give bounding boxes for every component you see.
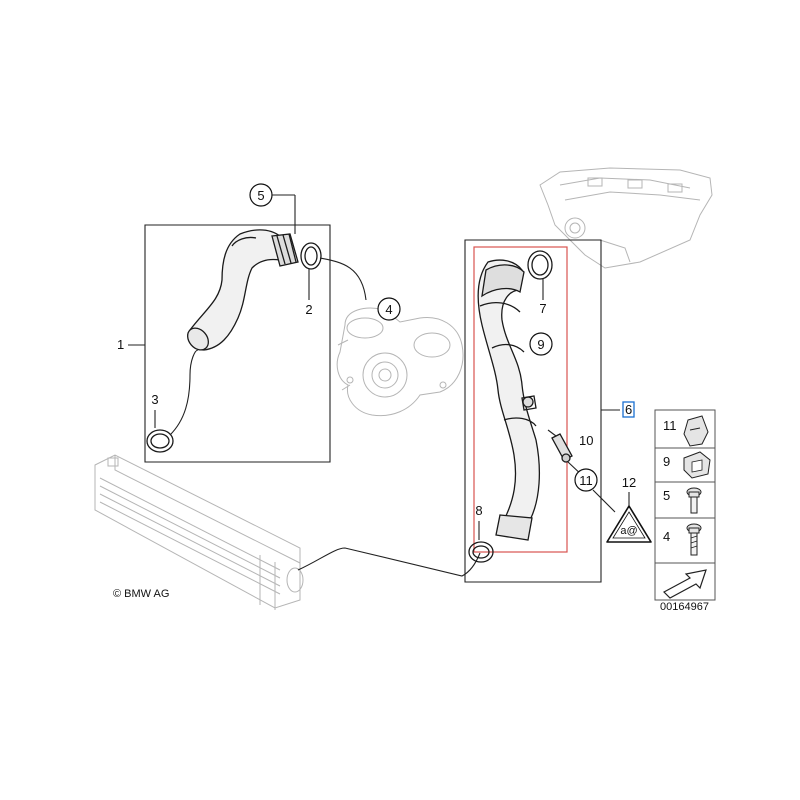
svg-text:5: 5 — [257, 188, 264, 203]
svg-text:9: 9 — [537, 337, 544, 352]
arrow-icon — [663, 569, 707, 599]
o-ring-2 — [300, 242, 322, 270]
highlight-box — [473, 246, 568, 553]
svg-text:5: 5 — [663, 488, 670, 503]
group-1-box: 1 — [117, 224, 331, 463]
svg-text:4: 4 — [663, 529, 670, 544]
intake-hose-1 — [187, 229, 299, 351]
catalog-number: 00164967 — [660, 601, 709, 613]
copyright-text: © BMW AG — [113, 588, 169, 600]
charge-air-hose-9 — [477, 259, 541, 541]
svg-text:10: 10 — [579, 433, 593, 448]
svg-text:8: 8 — [475, 503, 482, 518]
svg-text:12: 12 — [622, 475, 636, 490]
bolt-icon — [686, 487, 702, 514]
svg-text:2: 2 — [305, 302, 312, 317]
clip-icon — [683, 415, 709, 447]
svg-text:9: 9 — [663, 454, 670, 469]
warning-triangle-icon: a@ — [606, 505, 652, 543]
legend-row-4[interactable]: 4 — [663, 523, 702, 556]
callout-11[interactable]: 11 — [574, 468, 598, 492]
callout-2[interactable]: 2 — [305, 302, 312, 317]
turbocharger-drawing — [336, 307, 464, 417]
legend-row-arrow[interactable] — [663, 569, 707, 599]
svg-text:4: 4 — [385, 302, 392, 317]
callout-3[interactable]: 3 — [151, 392, 158, 407]
callout-8[interactable]: 8 — [475, 503, 482, 518]
screw-icon — [686, 523, 702, 556]
small-parts-legend: 11 9 5 4 — [654, 409, 716, 601]
sensor-10 — [547, 429, 573, 463]
intake-manifold-drawing — [539, 167, 713, 269]
legend-row-9[interactable]: 9 — [663, 451, 711, 479]
o-ring-8 — [468, 541, 494, 563]
callout-9[interactable]: 9 — [529, 332, 553, 356]
group-6-selected-marker — [622, 401, 635, 418]
callout-4[interactable]: 4 — [377, 297, 401, 321]
group-6-box: 6 — [464, 239, 635, 583]
group-1-label: 1 — [117, 337, 124, 352]
o-ring-7 — [527, 250, 553, 280]
callout-7[interactable]: 7 — [539, 301, 546, 316]
svg-text:a@: a@ — [620, 525, 637, 537]
callout-10[interactable]: 10 — [579, 433, 593, 448]
callout-12[interactable]: 12 — [622, 475, 636, 490]
o-ring-3 — [146, 429, 174, 453]
intercooler-drawing — [94, 454, 304, 610]
legend-row-5[interactable]: 5 — [663, 487, 702, 514]
svg-text:7: 7 — [539, 301, 546, 316]
svg-text:3: 3 — [151, 392, 158, 407]
nut-clip-icon — [683, 451, 711, 479]
svg-text:11: 11 — [579, 473, 593, 488]
svg-text:11: 11 — [663, 418, 677, 433]
group-6-label: 6 — [625, 402, 632, 417]
legend-row-11[interactable]: 11 — [663, 415, 709, 447]
callout-5[interactable]: 5 — [249, 183, 273, 207]
